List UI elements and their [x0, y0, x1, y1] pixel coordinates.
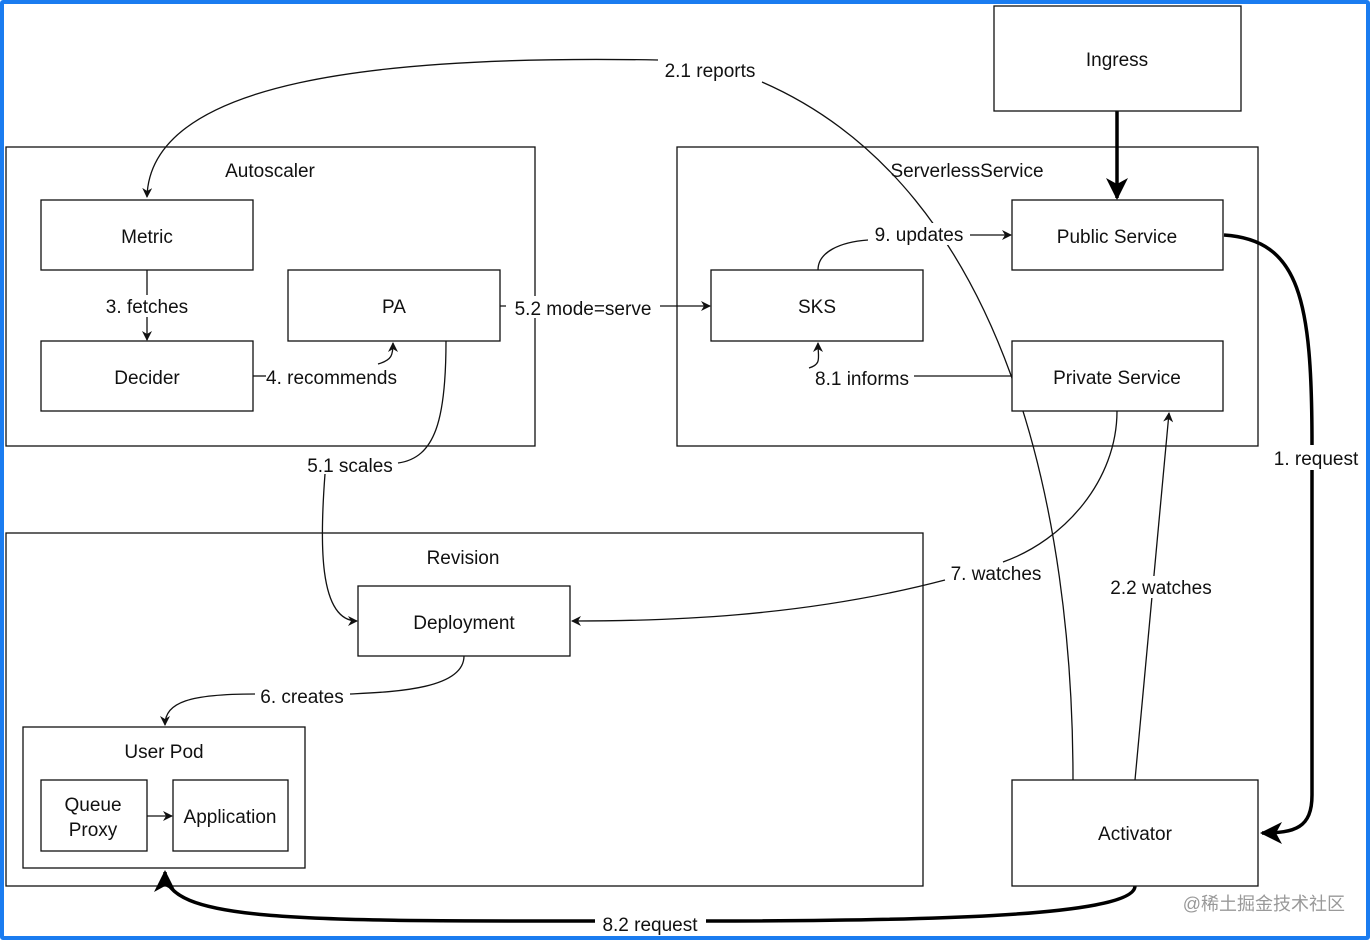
queue-proxy-label-line2: Proxy: [69, 820, 118, 841]
autoscaler-title: Autoscaler: [225, 161, 315, 182]
label-2-2-watches: 2.2 watches: [1110, 578, 1211, 599]
label-1-request: 1. request: [1274, 449, 1359, 470]
serverless-service-container: [676, 146, 1259, 447]
revision-container: [5, 532, 924, 887]
edge-4-recommends-arrow: [377, 342, 398, 365]
edge-5-1-scales-arrow: [321, 473, 358, 626]
label-8-2-request: 8.2 request: [602, 915, 698, 936]
edge-2-1-reports-arrow: [142, 58, 659, 198]
node-application: Application: [172, 779, 289, 852]
revision-title: Revision: [427, 548, 500, 569]
node-public-service: Public Service: [1011, 199, 1224, 271]
metric-label: Metric: [121, 227, 173, 248]
edge-2-1-reports: [761, 81, 1074, 781]
decider-label: Decider: [114, 368, 180, 389]
edge-8-2-request-arrow: [154, 870, 596, 923]
user-pod-title: User Pod: [124, 742, 203, 763]
edge-8-2-request: [705, 885, 1137, 923]
node-decider: Decider: [40, 340, 254, 412]
edge-7-watches: [1002, 410, 1118, 563]
label-9-updates: 9. updates: [875, 225, 964, 246]
edge-1-request: [1223, 233, 1314, 446]
node-sks: SKS: [710, 269, 924, 342]
label-4-recommends: 4. recommends: [266, 368, 397, 389]
edge-6-creates-arrow: [160, 693, 256, 726]
activator-label: Activator: [1098, 824, 1173, 845]
ingress-label: Ingress: [1086, 50, 1148, 71]
label-6-creates: 6. creates: [260, 687, 343, 708]
sks-label: SKS: [798, 297, 836, 318]
queue-proxy-label-line1: Queue: [64, 795, 121, 816]
edge-7-watches-arrow: [571, 579, 946, 626]
node-queue-proxy: Queue Proxy: [40, 779, 148, 852]
deployment-label: Deployment: [413, 613, 515, 634]
private-service-label: Private Service: [1053, 368, 1181, 389]
pa-label: PA: [382, 297, 406, 318]
edge-8-1-informs-arrow: [808, 342, 824, 369]
label-5-1-scales: 5.1 scales: [307, 456, 393, 477]
application-label: Application: [184, 807, 277, 828]
node-metric: Metric: [40, 199, 254, 271]
label-8-1-informs: 8.1 informs: [815, 369, 909, 390]
label-2-1-reports: 2.1 reports: [665, 61, 756, 82]
edge-9-updates: [817, 239, 869, 271]
edge-6-creates: [349, 655, 465, 695]
node-deployment: Deployment: [357, 585, 571, 657]
label-3-fetches: 3. fetches: [106, 297, 188, 318]
label-5-2-mode-serve: 5.2 mode=serve: [515, 299, 652, 320]
edge-1-request-arrow: [1260, 470, 1314, 844]
serverless-service-title: ServerlessService: [890, 161, 1043, 182]
label-7-watches: 7. watches: [951, 564, 1042, 585]
watermark: @稀土掘金技术社区: [1183, 894, 1345, 914]
node-pa: PA: [287, 269, 501, 342]
node-private-service: Private Service: [1011, 340, 1224, 412]
public-service-label: Public Service: [1057, 227, 1177, 248]
node-activator: Activator: [1011, 779, 1259, 887]
edge-5-1-scales: [397, 340, 447, 464]
node-ingress: Ingress: [993, 5, 1242, 112]
